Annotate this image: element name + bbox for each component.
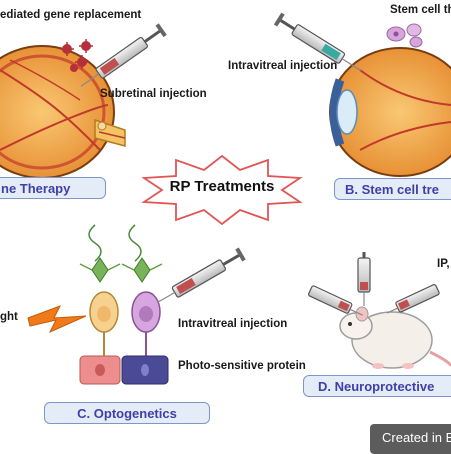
caption-gene-therapy: ne Therapy (0, 177, 106, 199)
right-eye-illustration (329, 47, 451, 177)
syringe-stem-cell (273, 12, 362, 71)
syringe-neuro-top (357, 252, 371, 306)
watermark-badge: Created in B (370, 424, 451, 454)
virus-particles (60, 39, 93, 72)
caption-neuroprotective: D. Neuroprotective (303, 375, 451, 397)
syringe-optogenetics (157, 247, 246, 304)
photo-sensitive-protein-label: Photo-sensitive protein (178, 360, 306, 372)
center-title: RP Treatments (169, 178, 275, 195)
caption-stem-cell: B. Stem cell tre (334, 178, 451, 200)
lightning-bolt (27, 305, 87, 334)
center-starburst (141, 154, 303, 226)
subretinal-injection-label: Subretinal injection (100, 88, 207, 100)
stem-cells (386, 23, 423, 48)
intravitreal-injection-mid-label: Intravitreal injection (178, 318, 288, 330)
optogenetics-illustration (79, 224, 169, 385)
syringe-neuro-right (386, 284, 440, 314)
ip-label: IP, (437, 258, 450, 270)
syringe-neuro-left (308, 285, 363, 316)
syringe-gene-therapy (80, 23, 167, 87)
intravitreal-injection-top-label: Intravitreal injection (228, 60, 338, 72)
light-label: ght (0, 311, 18, 323)
rat-illustration (339, 306, 451, 369)
caption-optogenetics: C. Optogenetics (44, 402, 210, 424)
stem-cell-label: Stem cell th (390, 4, 451, 16)
left-eye-illustration (0, 45, 126, 179)
gene-replacement-label: ediated gene replacement (0, 9, 142, 21)
